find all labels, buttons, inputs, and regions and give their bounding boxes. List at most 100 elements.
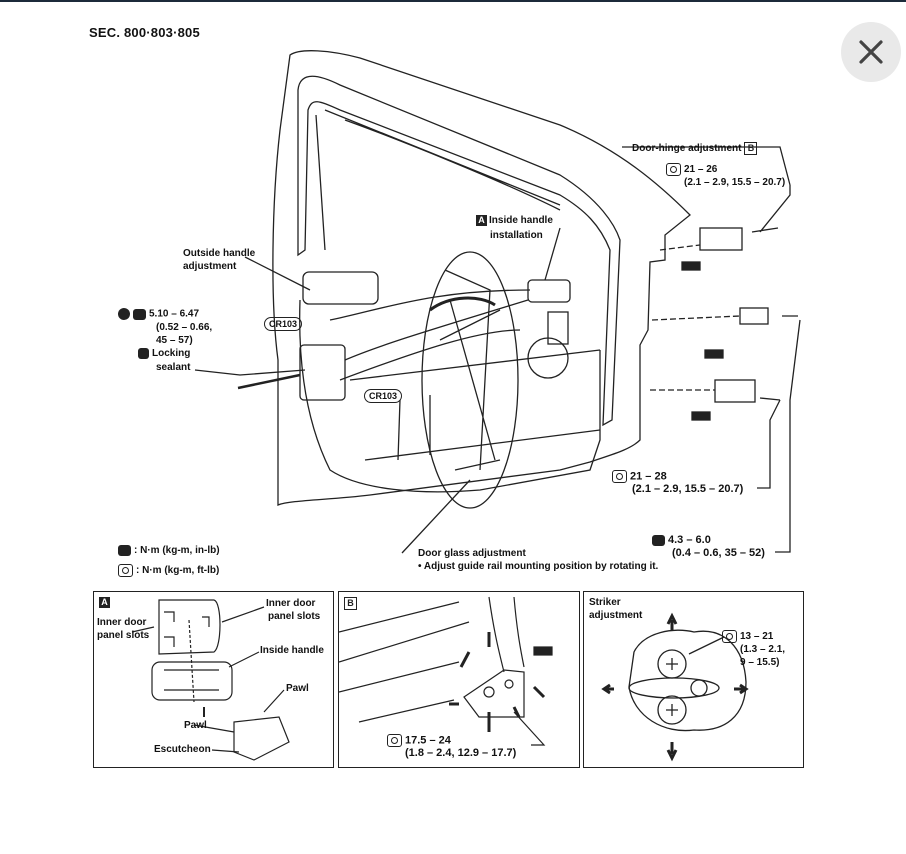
wrench-icon	[666, 163, 681, 176]
body-lines	[339, 601, 470, 723]
pillar-lines	[488, 596, 525, 673]
locking-label: Locking	[138, 348, 190, 360]
pawl-label-1: Pawl	[286, 683, 309, 694]
hinge-bolt-1	[483, 686, 495, 698]
escutcheon-part	[233, 716, 290, 761]
torque28-label: 21 – 28	[612, 470, 667, 483]
glass-adjust-label: Door glass adjustment	[418, 548, 526, 559]
wrench-icon	[652, 534, 665, 546]
window-sash	[315, 109, 561, 251]
hinge-centerlines	[650, 244, 741, 391]
arrow-right-icon	[734, 683, 749, 695]
door-check	[739, 307, 769, 325]
hinge-bracket	[463, 669, 525, 718]
motor-housing	[547, 311, 569, 345]
glass-adjust-note: • Adjust guide rail mounting position by…	[418, 561, 659, 572]
striker-torque-sub1: (1.3 – 2.1,	[740, 644, 786, 655]
panel-a-drawing	[131, 599, 290, 761]
panel-a: A Inner door panel slots Inner door pane…	[93, 591, 334, 768]
panel-b: B 17.5 – 24 (1.8 – 2.4, 12.9 – 17.7)	[338, 591, 580, 768]
lower-hinge	[714, 379, 756, 403]
glass-leader	[401, 479, 471, 554]
panel-c: Striker adjustment 13 – 21 (1.3 – 2.1, 9…	[583, 591, 804, 768]
torque6-sub: (0.4 – 0.6, 35 – 52)	[672, 547, 765, 559]
rotation-arrow	[429, 296, 496, 312]
sealant-leader	[194, 369, 306, 376]
arrow-up-icon	[666, 612, 678, 630]
sealant-label: sealant	[156, 362, 191, 373]
torque6-leader	[775, 319, 801, 553]
outside-handle-label: Outside handle	[183, 248, 256, 259]
inner-door-label-right: Inner door	[266, 598, 316, 609]
panel-ribs	[349, 349, 601, 461]
panel-a-letter: A	[99, 597, 112, 609]
regulator-callout	[421, 251, 519, 509]
panel-c-drawing	[601, 612, 749, 762]
lock-torque-sub2: 45 – 57)	[156, 335, 193, 346]
hinge-shim	[533, 646, 553, 656]
outside-handle	[302, 271, 379, 305]
lock-torque-sub1: (0.52 – 0.66,	[156, 322, 213, 333]
outside-handle-leader	[244, 256, 311, 291]
upper-hinge	[699, 227, 743, 251]
hinge-torque-label: 21 – 26	[666, 163, 717, 176]
wrench-icon	[118, 545, 131, 556]
no-reuse-icon	[118, 308, 130, 320]
sealant-icon	[138, 348, 149, 359]
pawl-label-2: Pawl	[184, 720, 207, 731]
inner-door-label-right-2: panel slots	[268, 611, 321, 622]
legend-inlb: : N·m (kg-m, in-lb)	[118, 545, 220, 557]
hinge-shim-3	[691, 411, 711, 421]
linkage-rods	[329, 289, 531, 381]
inside-handle-label-2: installation	[490, 230, 543, 241]
outside-handle-label-2: adjustment	[183, 261, 237, 272]
striker-title-2: adjustment	[589, 610, 643, 621]
wrench-icon	[387, 734, 402, 747]
adjust-arrows	[449, 632, 546, 732]
close-button[interactable]	[841, 22, 901, 82]
arrow-left-icon	[601, 683, 614, 695]
section-title: SEC. 800·803·805	[89, 25, 200, 40]
striker-torque: 13 – 21	[722, 630, 773, 643]
inside-handle	[527, 279, 571, 303]
window-frame	[297, 75, 621, 427]
slot-marks	[164, 611, 210, 647]
lock-bolt	[237, 373, 301, 390]
panel-a-leaders	[131, 606, 285, 753]
hinge-shim-2	[704, 349, 724, 359]
striker-pin	[690, 679, 708, 697]
striker-title: Striker	[589, 597, 621, 608]
door-outline	[272, 50, 691, 506]
top-border	[0, 0, 906, 2]
hinge-shim-1	[681, 261, 701, 271]
panel-b-leader	[513, 711, 546, 746]
screw-cross	[666, 658, 678, 716]
door-lock	[299, 344, 346, 401]
inside-handle-leader	[544, 227, 561, 281]
panel-b-torque-sub: (1.8 – 2.4, 12.9 – 17.7)	[405, 747, 517, 759]
handle-detail	[164, 669, 219, 691]
regulator-rails	[439, 269, 501, 471]
door-panel-slots	[158, 599, 221, 655]
wrench-icon	[133, 308, 146, 320]
arrow-down-icon	[666, 742, 678, 762]
inner-door-label-left: Inner door	[97, 617, 147, 628]
wrench-icon	[118, 564, 133, 577]
panel-b-drawing	[339, 596, 553, 746]
panel-b-torque: 17.5 – 24	[387, 734, 451, 747]
torque28-sub: (2.1 – 2.9, 15.5 – 20.7)	[632, 483, 744, 495]
torque6-label: 4.3 – 6.0	[652, 534, 711, 546]
striker-plate	[628, 629, 747, 732]
close-icon	[859, 40, 883, 64]
panel-c-leader	[688, 636, 725, 655]
hinge-leader	[622, 146, 791, 233]
cr103-connector-1: CR103	[264, 317, 303, 331]
alignment-line	[188, 619, 195, 703]
striker-screw-2	[657, 695, 687, 725]
hinge-bolt-2	[504, 679, 514, 689]
inner-panel	[299, 299, 601, 493]
wrench-icon	[722, 630, 737, 643]
